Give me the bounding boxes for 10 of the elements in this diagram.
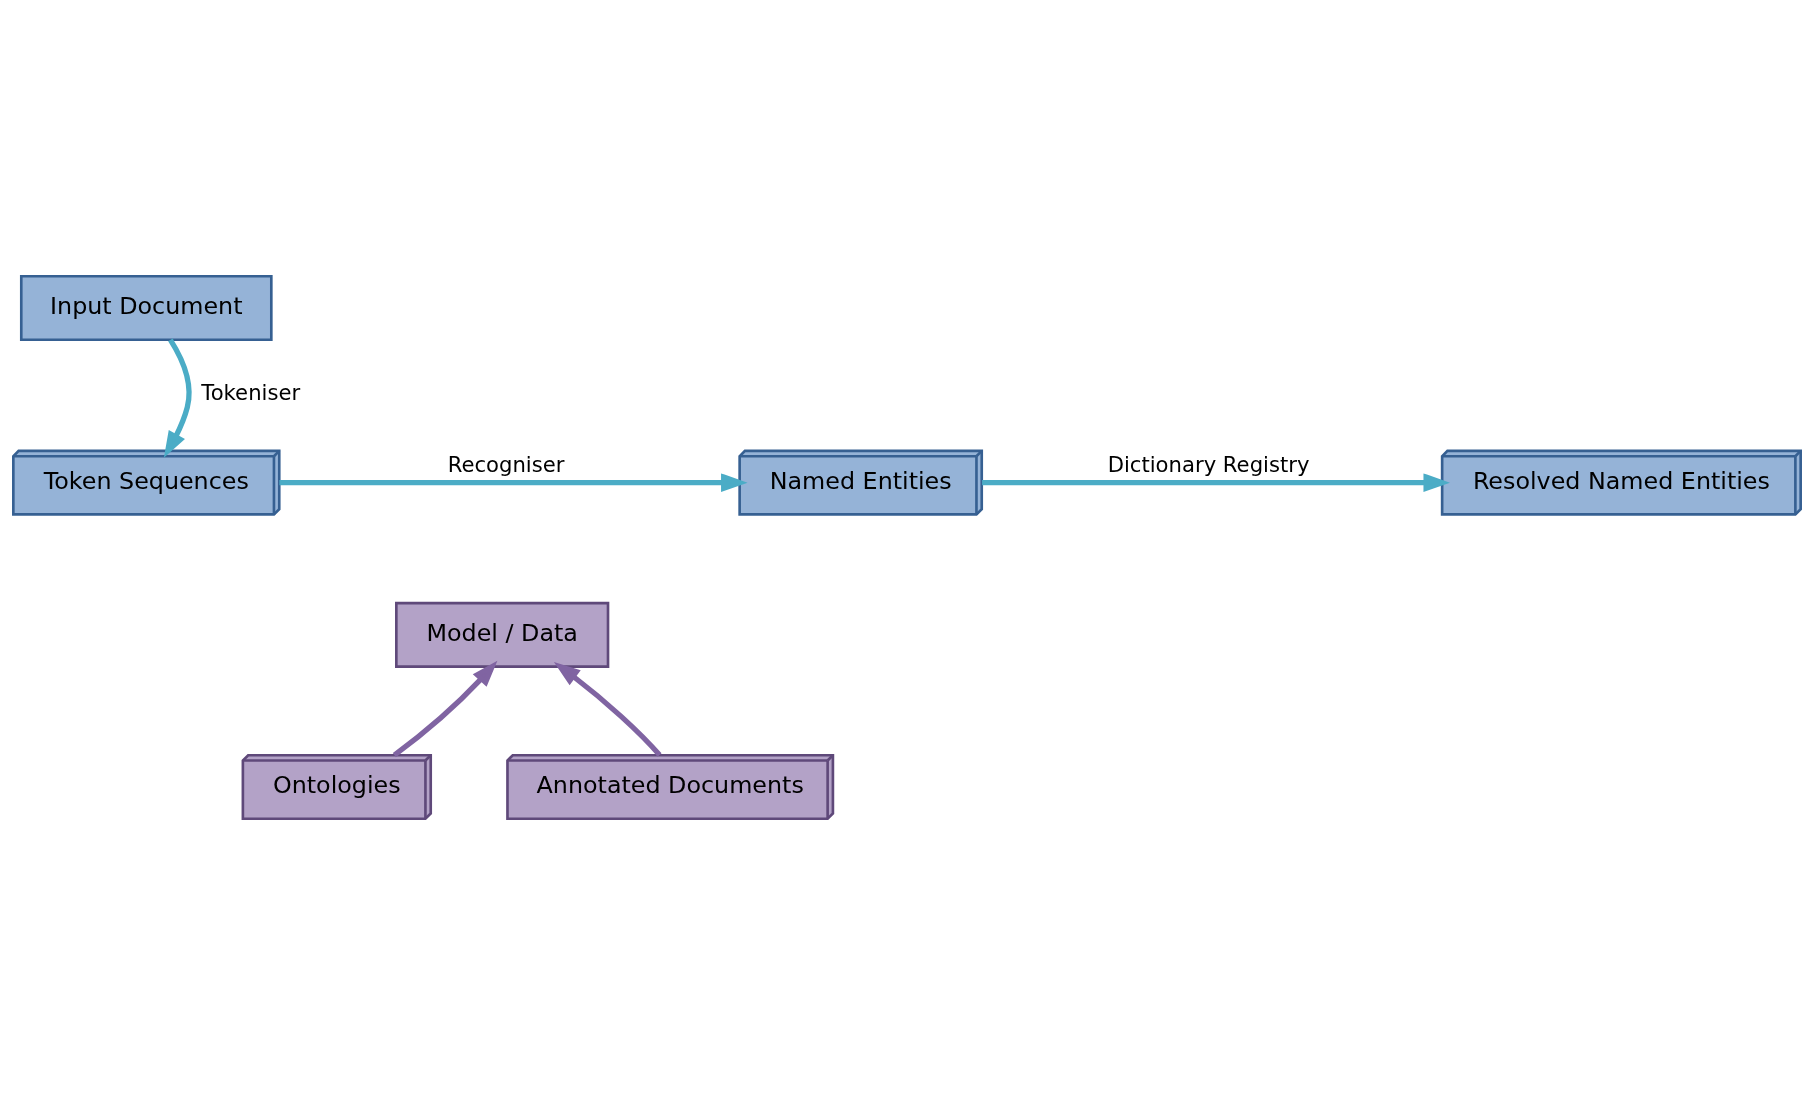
edge-label: Recogniser	[447, 451, 565, 477]
edge-label: Tokeniser	[201, 380, 301, 406]
arrow	[982, 473, 1450, 492]
arrow	[392, 660, 498, 758]
arrow	[163, 338, 192, 458]
arrow	[553, 661, 662, 757]
edge-label: Dictionary Registry	[1107, 451, 1310, 477]
node-box: Model / Data	[395, 601, 610, 668]
node-box: Input Document	[19, 274, 273, 342]
arrow	[279, 473, 748, 492]
